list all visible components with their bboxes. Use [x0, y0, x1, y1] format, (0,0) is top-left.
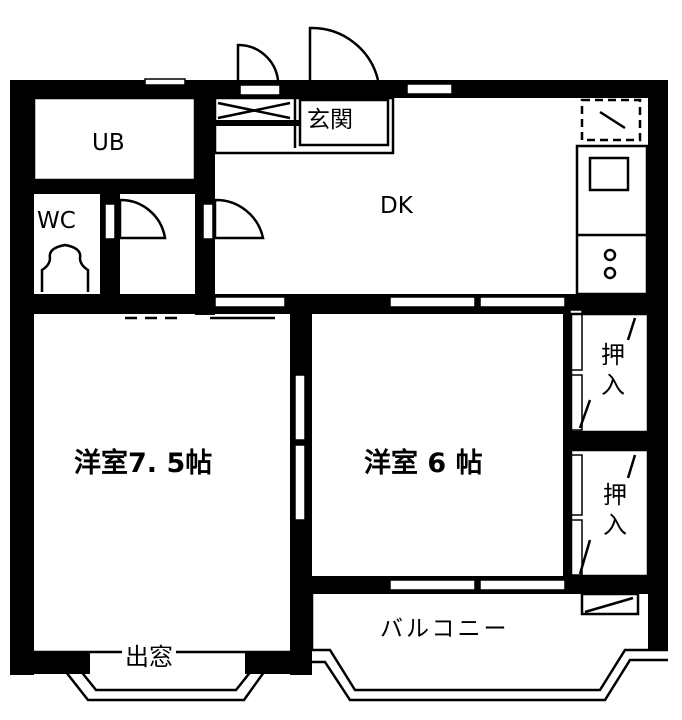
room-label-wc: WC [37, 208, 76, 234]
east-wall [648, 80, 668, 650]
room-label-bay-window: 出窓 [122, 645, 176, 669]
room-label-western-room-7-5: 洋室7. 5帖 [74, 448, 213, 479]
room-label-entrance: 玄関 [307, 107, 353, 133]
room-label-closet-1: 押入 [601, 341, 625, 399]
room-label-balcony: バルコニー [380, 616, 510, 642]
room-label-dk: DK [380, 193, 413, 219]
north-wall [10, 80, 666, 98]
room-label-ub: UB [92, 130, 125, 156]
room-label-closet-2: 押入 [603, 481, 627, 539]
entrance-box [298, 98, 390, 147]
room-label-western-room-6: 洋室 6 帖 [364, 448, 483, 479]
interior-wall [195, 80, 215, 315]
west-wall [10, 80, 34, 675]
